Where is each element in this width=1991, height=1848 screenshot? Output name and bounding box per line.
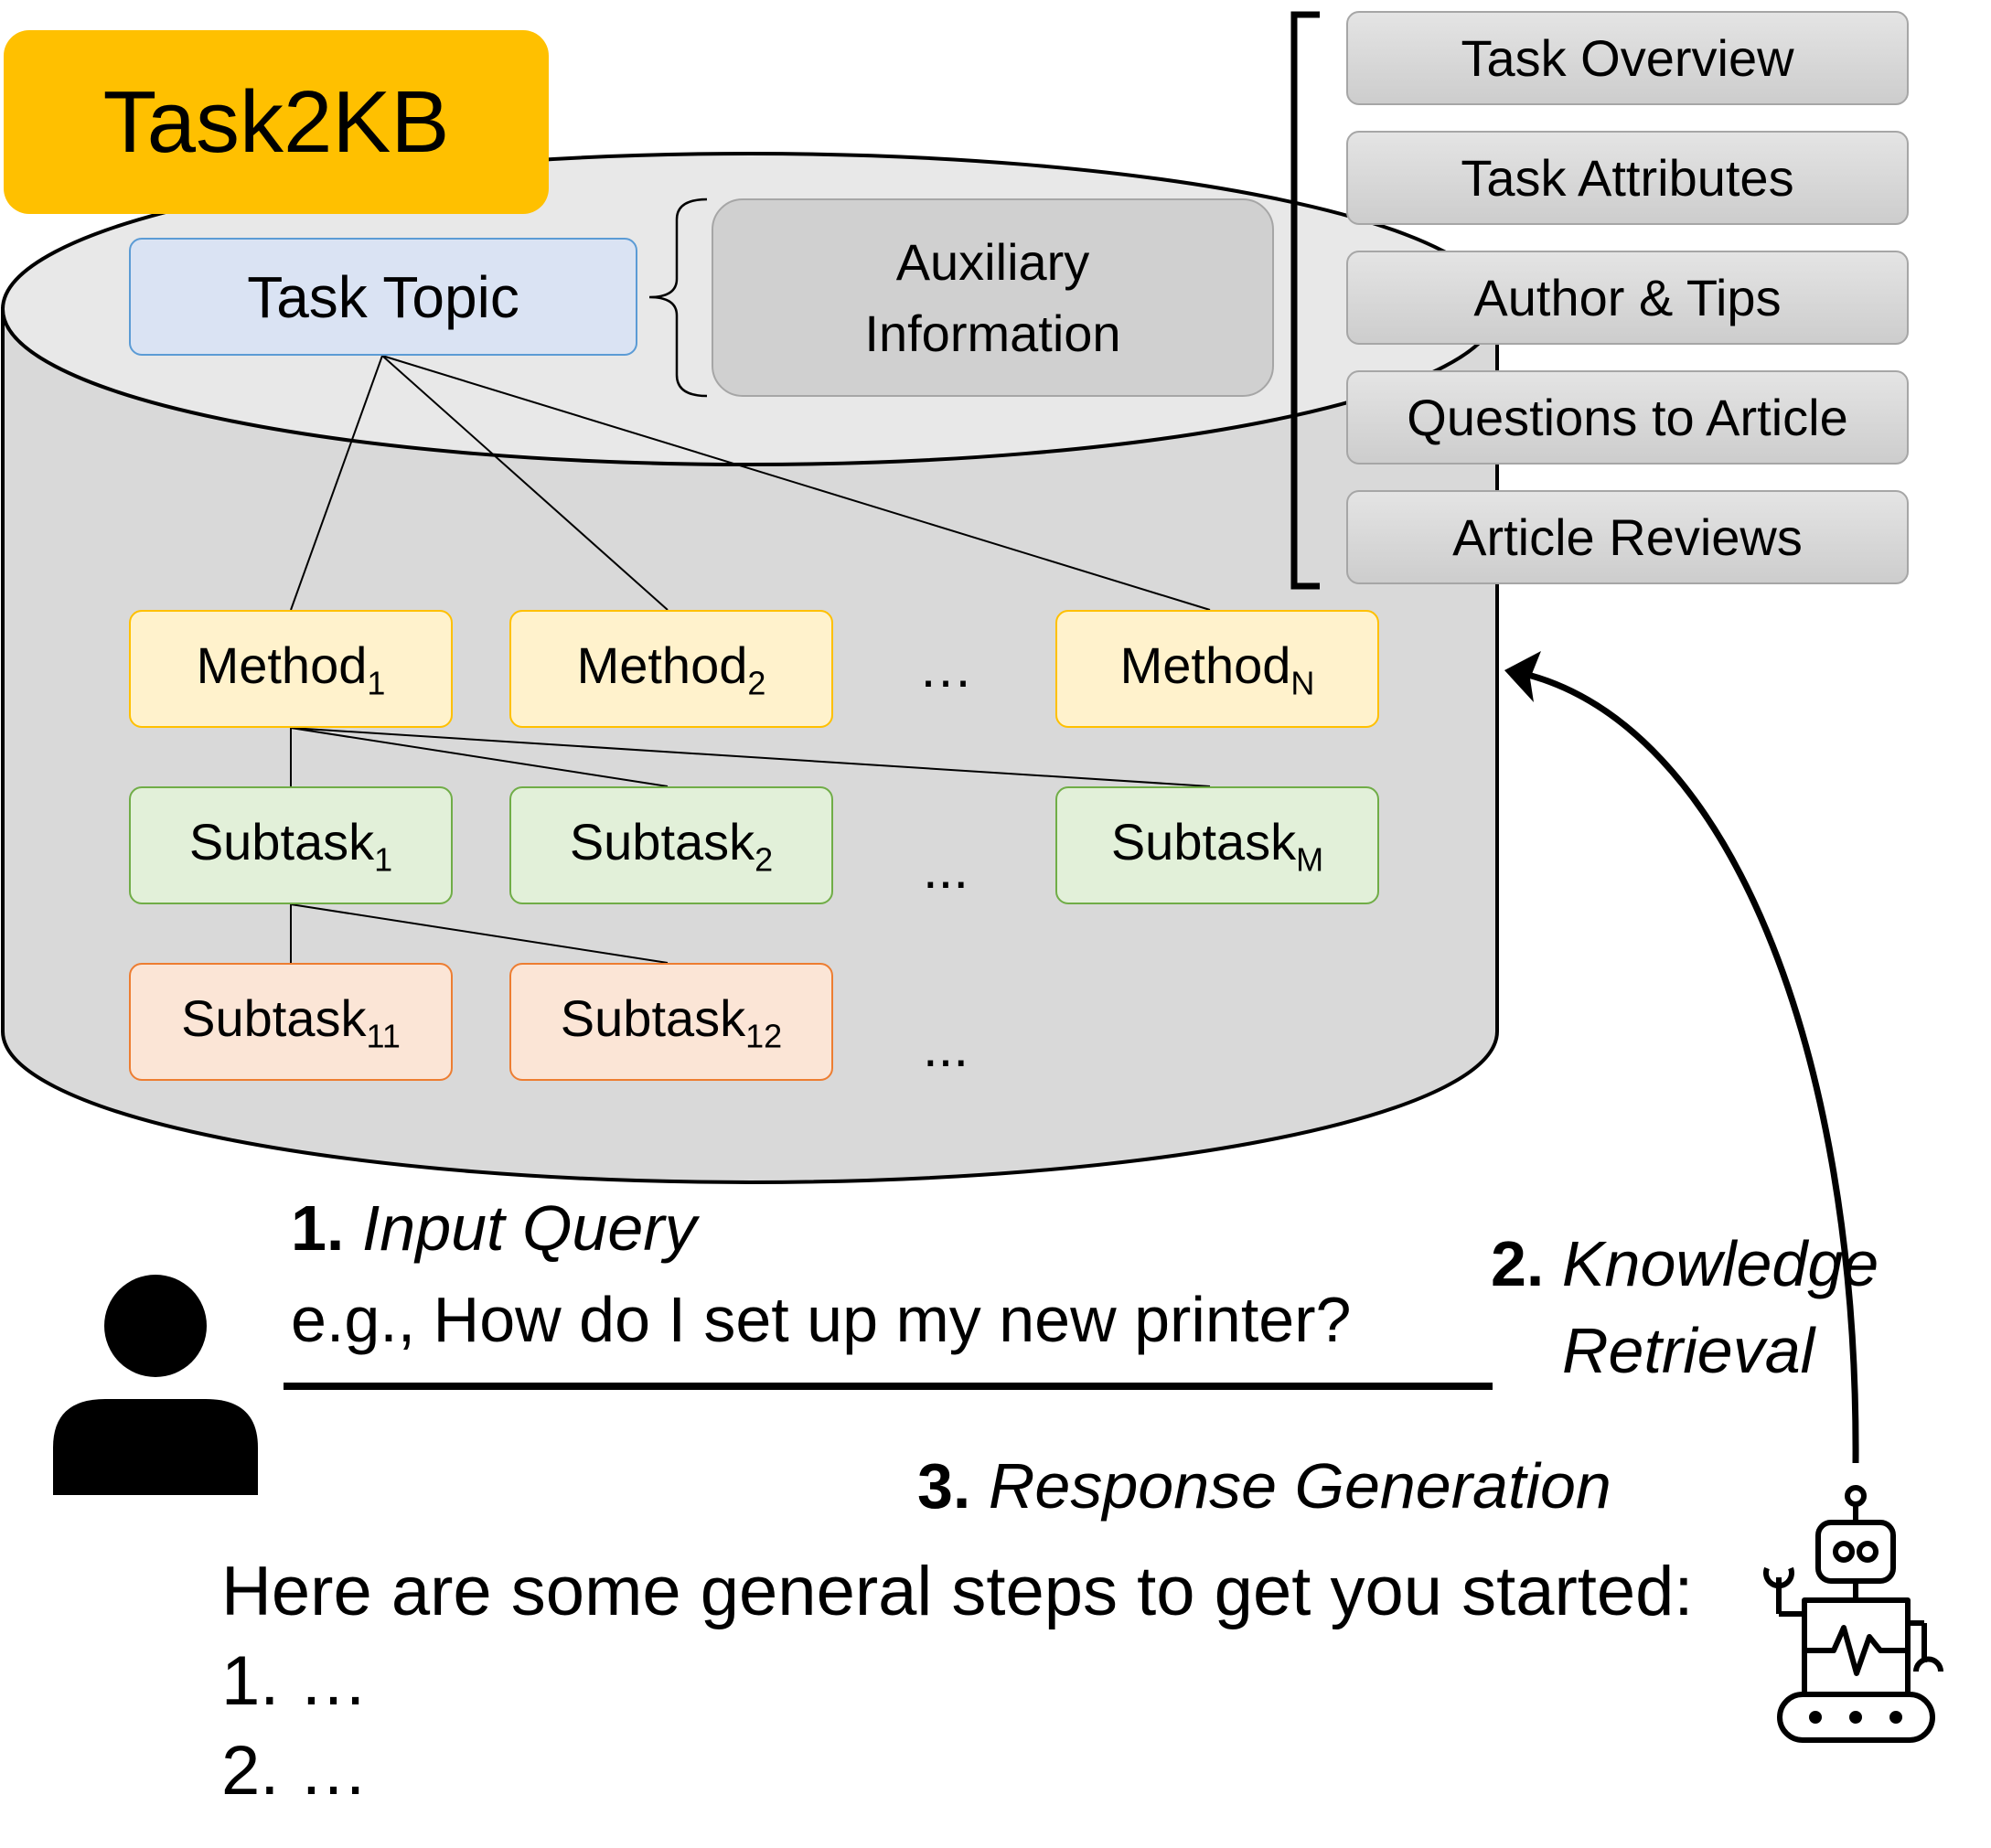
step2-number: 2.: [1491, 1228, 1545, 1299]
method-subscript: 1: [367, 664, 386, 702]
method-node-2: Method2: [509, 610, 833, 728]
aux-item-questions: Questions to Article: [1346, 370, 1909, 465]
subsubtask-node-11: Subtask11: [129, 963, 453, 1081]
subtask-label: Subtask: [569, 812, 755, 871]
subtask-subscript: 2: [755, 840, 774, 879]
step3-heading: 3. Response Generation: [917, 1449, 1611, 1522]
arrow-head: [1504, 651, 1541, 702]
step2-label-line1: Knowledge: [1561, 1228, 1879, 1299]
aux-item-label: Author & Tips: [1473, 269, 1782, 326]
auxiliary-info-node: Auxiliary Information: [712, 198, 1274, 397]
subtask-subscript: M: [1296, 840, 1324, 879]
tree-connectors: [290, 355, 1211, 964]
retrieval-arrow: [1520, 669, 1859, 1464]
subtask-node-1: Subtask1: [129, 786, 453, 904]
step3-number: 3.: [917, 1450, 971, 1522]
subtask-ellipsis: ...: [922, 838, 969, 900]
subtask-label: Subtask: [1110, 812, 1297, 871]
aux-item-reviews: Article Reviews: [1346, 490, 1909, 584]
aux-items-bracket: [1290, 11, 1320, 590]
task-topic-label: Task Topic: [247, 263, 519, 330]
subsubtask-subscript: 12: [745, 1017, 783, 1055]
subtask-subscript: 1: [374, 840, 393, 879]
method-label: Method: [196, 636, 368, 694]
method-label: Method: [1119, 636, 1291, 694]
aux-item-label: Questions to Article: [1407, 389, 1848, 446]
subsubtask-label: Subtask: [560, 988, 746, 1047]
method-ellipsis: …: [918, 636, 973, 699]
method-subscript: 2: [747, 664, 766, 702]
method-node-1: Method1: [129, 610, 453, 728]
step2-label-line2: Retrieval: [1562, 1314, 1814, 1387]
method-label: Method: [576, 636, 748, 694]
aux-brace: [648, 198, 708, 398]
user-icon: [53, 1275, 258, 1495]
subtask-node-2: Subtask2: [509, 786, 833, 904]
step3-label: Response Generation: [988, 1450, 1611, 1522]
subtask-label: Subtask: [188, 812, 375, 871]
response-line-1: 1. …: [221, 1642, 369, 1720]
query-example: e.g., How do I set up my new printer?: [291, 1284, 1352, 1355]
aux-item-label: Task Overview: [1461, 29, 1794, 87]
step2-heading: 2. Knowledge: [1491, 1227, 1879, 1300]
method-subscript: N: [1290, 664, 1315, 702]
response-intro: Here are some general steps to get you s…: [221, 1553, 1694, 1630]
subsubtask-subscript: 11: [366, 1017, 401, 1055]
aux-item-task-attributes: Task Attributes: [1346, 131, 1909, 225]
kb-title: Task2KB: [102, 72, 450, 171]
robot-icon: [1763, 1485, 1943, 1743]
aux-item-task-overview: Task Overview: [1346, 11, 1909, 105]
step1-label: Input Query: [361, 1192, 697, 1264]
aux-line-1: Auxiliary: [895, 232, 1090, 291]
response-line-2: 2. …: [221, 1732, 369, 1810]
subtask-node-m: SubtaskM: [1055, 786, 1379, 904]
subsubtask-label: Subtask: [181, 988, 367, 1047]
method-node-n: MethodN: [1055, 610, 1379, 728]
aux-item-author-tips: Author & Tips: [1346, 251, 1909, 345]
step2-label-text: Retrieval: [1562, 1315, 1815, 1386]
aux-item-label: Article Reviews: [1452, 508, 1803, 566]
subsubtask-node-12: Subtask12: [509, 963, 833, 1081]
aux-line-2: Information: [864, 304, 1121, 362]
task-topic-node: Task Topic: [129, 238, 637, 356]
subsubtask-ellipsis: ...: [922, 1016, 969, 1078]
aux-item-label: Task Attributes: [1461, 149, 1794, 207]
step1-heading: 1. Input Query: [291, 1191, 697, 1265]
kb-title-badge: Task2KB: [4, 30, 549, 214]
step1-number: 1.: [291, 1192, 345, 1264]
